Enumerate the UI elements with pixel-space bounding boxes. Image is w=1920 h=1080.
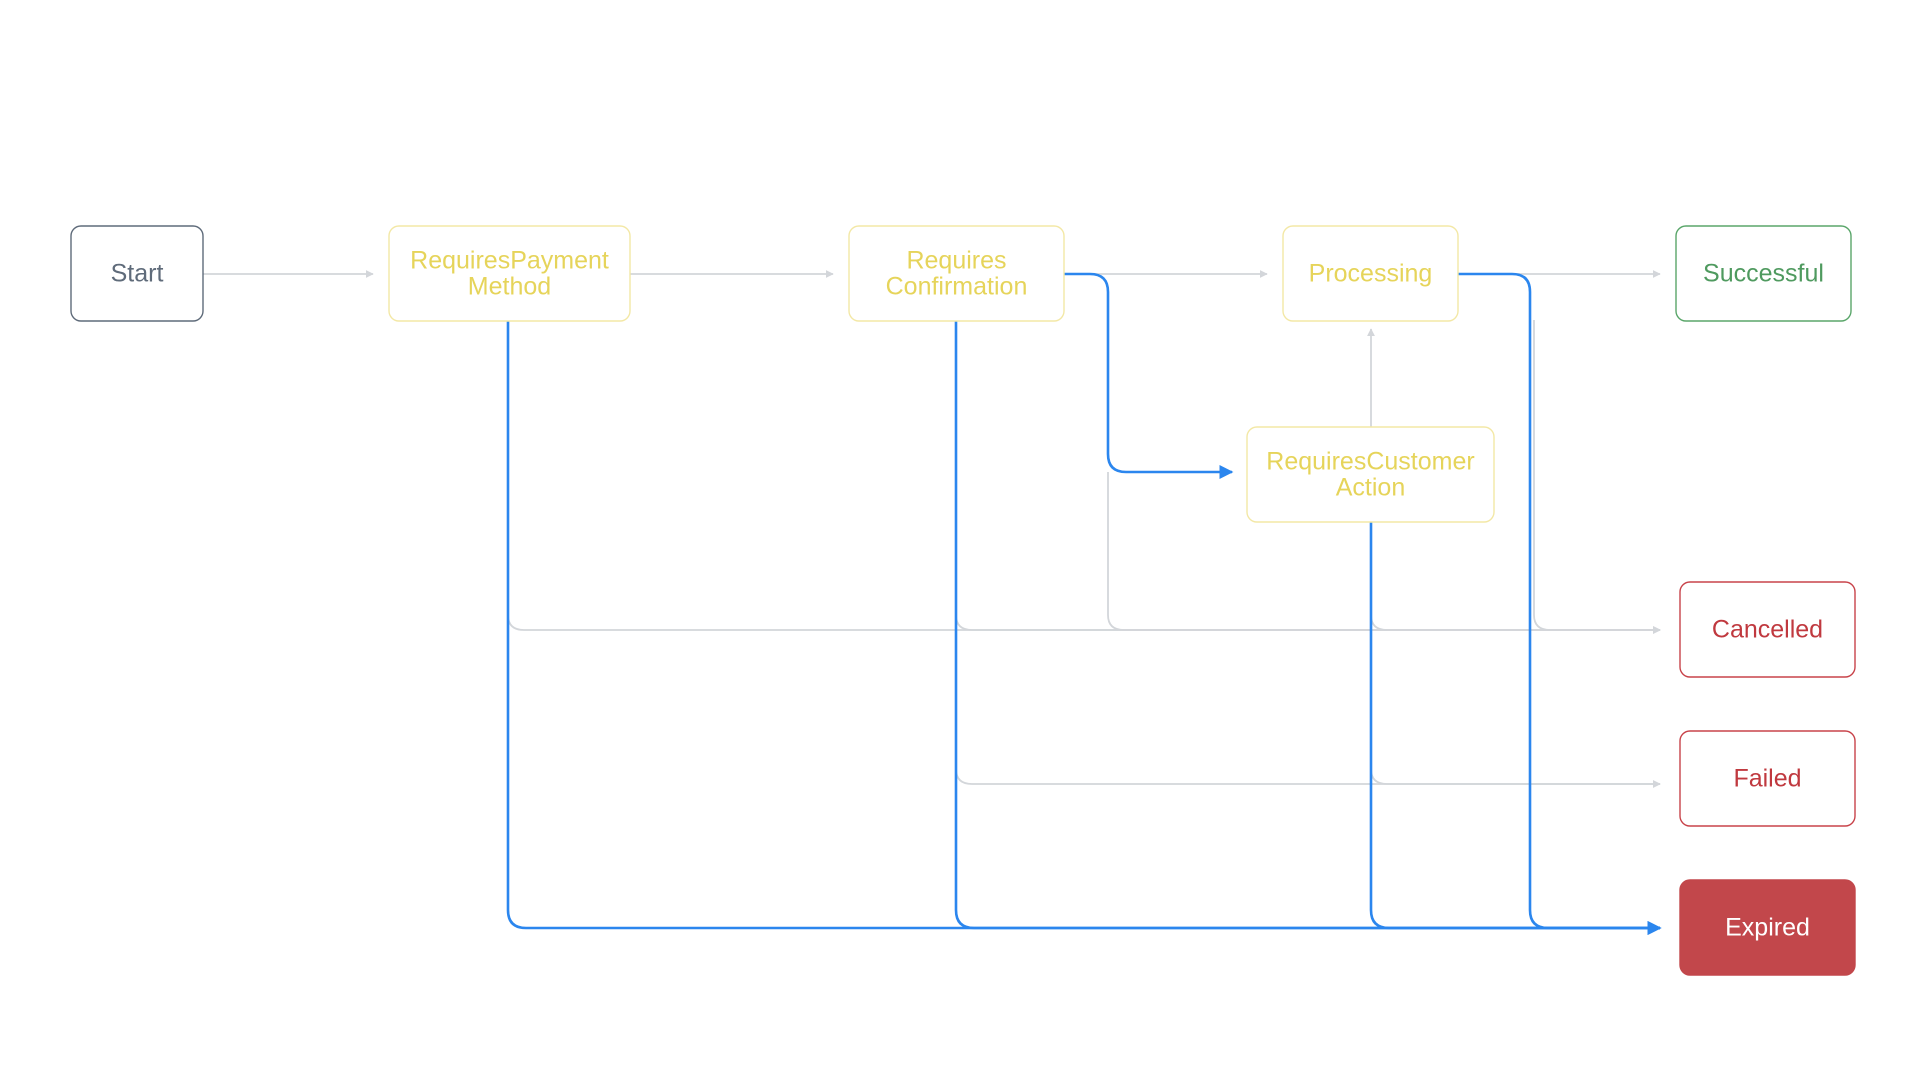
node-processing: Processing xyxy=(1282,225,1459,322)
edge-requires-customer-action-to-cancelled xyxy=(1370,522,1661,634)
node-box xyxy=(1675,225,1852,322)
node-box xyxy=(70,225,204,322)
node-label: RequiresCustomer xyxy=(1266,448,1474,476)
highlighted-expiry-edges xyxy=(506,272,1662,935)
node-box xyxy=(1679,879,1856,976)
node-box xyxy=(848,225,1065,322)
node-label: Failed xyxy=(1733,765,1801,793)
edge-processing-to-cancelled xyxy=(1533,320,1661,634)
node-label: Confirmation xyxy=(886,273,1028,301)
edge-requires-customer-action-to-expired xyxy=(1369,522,1662,935)
edge-processing-to-expired xyxy=(1458,272,1662,935)
node-box xyxy=(1282,225,1459,322)
node-label: Action xyxy=(1336,474,1405,502)
edge-requires-payment-method-to-expired xyxy=(506,321,1662,935)
node-box xyxy=(1246,426,1495,523)
node-expired: Expired xyxy=(1679,879,1856,976)
node-label: Start xyxy=(111,260,164,288)
edge-requires-confirmation-to-cancelled xyxy=(1107,472,1661,634)
edge-requires-confirmation-to-failed xyxy=(955,321,1661,788)
node-label: Processing xyxy=(1309,260,1433,288)
edge-requires-confirmation-to-expired xyxy=(954,321,1662,935)
node-label: Expired xyxy=(1725,914,1810,942)
edge-requires-customer-action-to-failed xyxy=(1370,522,1661,788)
node-cancelled: Cancelled xyxy=(1679,581,1856,678)
node-label: Successful xyxy=(1703,260,1824,288)
node-label: Cancelled xyxy=(1712,616,1823,644)
node-box xyxy=(1679,730,1856,827)
node-failed: Failed xyxy=(1679,730,1856,827)
transition-edges xyxy=(203,270,1661,788)
node-box xyxy=(388,225,631,322)
node-label: Requires xyxy=(906,247,1006,275)
node-start: Start xyxy=(70,225,204,322)
node-successful: Successful xyxy=(1675,225,1852,322)
node-box xyxy=(1679,581,1856,678)
node-label: RequiresPayment xyxy=(410,247,609,275)
edge-requires-confirmation-to-requires-customer-action xyxy=(1064,272,1234,479)
node-label: Method xyxy=(468,273,551,301)
